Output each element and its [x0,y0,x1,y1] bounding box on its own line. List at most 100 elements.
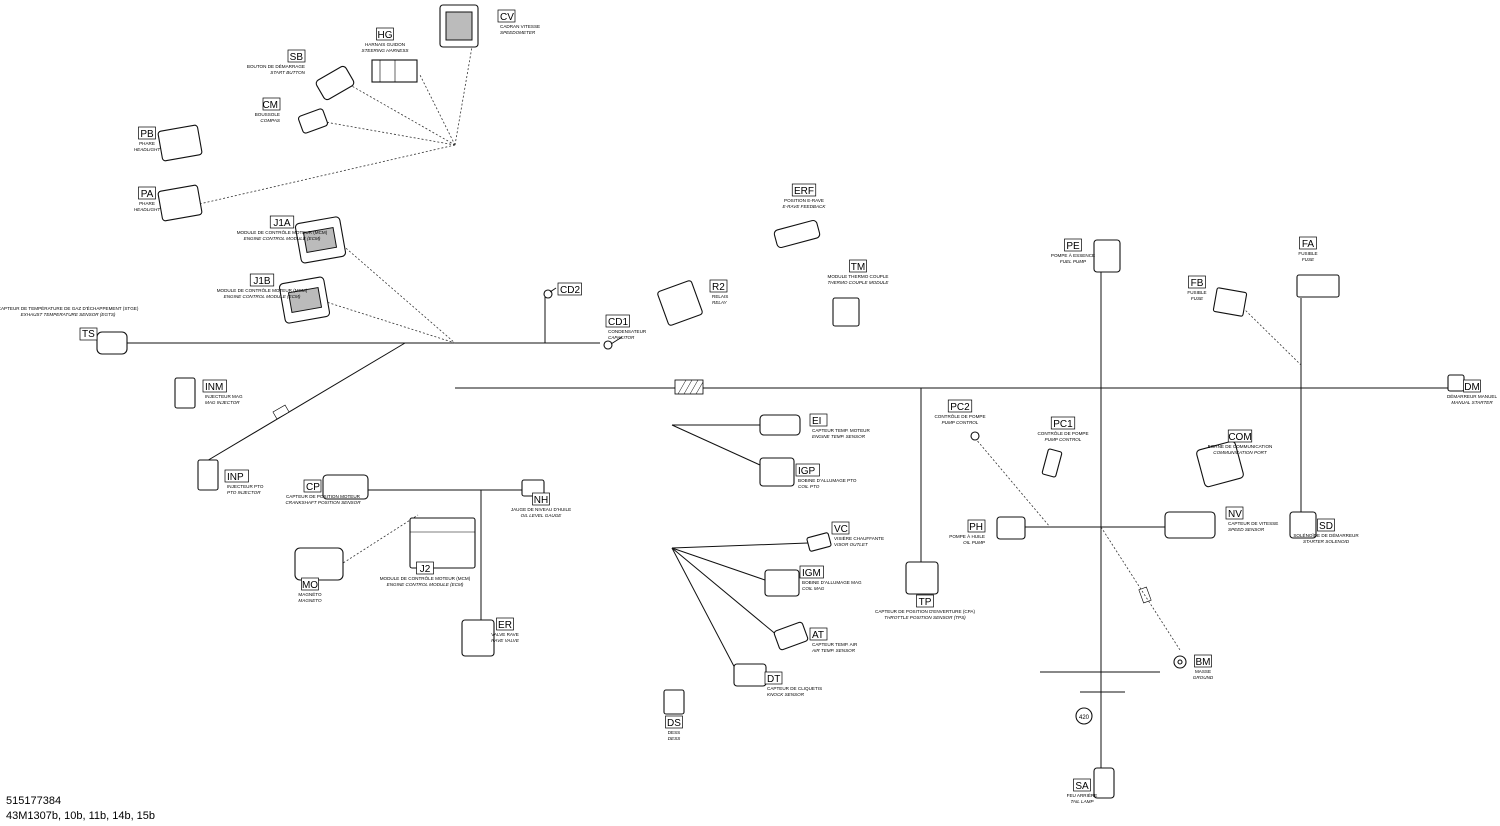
connector-name-fr: MODULE DE CONTRÔLE MOTEUR (MCM) [380,575,471,581]
connector-name-en: COIL MAG [802,586,825,591]
connector-name-fr: MASSE [1195,669,1211,674]
connector-name-en: E-RAVE FEEDBACK [783,204,827,209]
connector-code: EI [812,416,821,427]
connector-name-fr: CAPTEUR DE CLIQUETIS [767,686,822,691]
connector-name-en: ENGINE CONTROL MODULE (ECM) [244,236,321,241]
connector-name-fr: POSITION E-RAVE [784,198,824,203]
connector-name-en: VISOR OUTLET [834,542,869,547]
connector-name-en: PTO INJECTOR [227,490,261,495]
connector-name-en: START BUTTON [270,70,305,75]
connector-name-en: STEERING HARNESS [362,48,410,53]
connector-name-en: AIR TEMP. SENSOR [811,648,856,653]
connector-name-en: KNOCK SENSOR [767,692,805,697]
connector-name-fr: CAPTEUR DE VITESSE [1228,521,1278,526]
connector-name-fr: CAPTEUR DE TEMPÉRATURE DE GAZ D'ÉCHAPPEM… [0,305,139,311]
connector-code: PB [140,129,154,140]
connector-name-fr: VISIÈRE CHAUFFANTE [834,535,884,541]
connector-name-en: COMPAS [260,118,281,123]
connector-name-fr: BOBINE D'ALLUMAGE MAG [802,580,862,585]
connector-name-fr: BOUSSOLE [255,112,280,117]
connector-name-en: SPEED SENSOR [1228,527,1265,532]
connector-code: ER [498,620,512,631]
connector-code: J1B [253,276,271,287]
connector-name-en: STARTER SOLENOID [1303,539,1350,544]
connector-code: PC1 [1053,419,1073,430]
connector-code: HG [378,30,393,41]
connector-code: TS [82,329,95,340]
connector-name-fr: DÉMARREUR MANUEL [1447,393,1497,399]
connector-name-fr: BOBINE D'ALLUMAGE PTO [798,478,857,483]
connector-name-en: TAIL LAMP [1070,799,1094,804]
connector-name-fr: POMPE À ESSENCE [1051,252,1095,258]
connector-name-fr: FEU ARRIÈRE [1067,792,1098,798]
connector-cd2: CD2 [557,282,582,296]
connector-code: IGM [802,568,821,579]
connector-name-en: COMMUNICATION PORT [1213,450,1268,455]
connector-code: FB [1191,278,1204,289]
connector-name-fr: CONTRÔLE DE POMPE [1037,430,1088,436]
connector-name-en: MAG INJECTOR [205,400,240,405]
connector-name-en: PUMP CONTROL [942,420,979,425]
connector-name-fr: FUSIBLE [1298,251,1317,256]
connector-name-fr: CAPTEUR DE POSITION D'ENVERTURE (CPA) [875,609,975,614]
connector-name-fr: RELAIS [712,294,728,299]
connector-name-en: CRANKSHAFT POSITION SENSOR [285,500,361,505]
connector-code: INM [205,382,223,393]
connector-code: CM [262,100,278,111]
connector-name-fr: MODULE THERMO COUPLE [828,274,889,279]
harness-trunks [125,270,1450,770]
connector-name-fr: PHARE [139,201,155,206]
connector-name-fr: MODULE DE CONTRÔLE MOTEUR (MCM) [217,287,308,293]
connector-name-fr: MODULE DE CONTRÔLE MOTEUR (MCM) [237,229,328,235]
connector-name-fr: PHARE [139,141,155,146]
connector-name-en: FUSE [1191,296,1204,301]
connector-code: AT [812,630,824,641]
connector-name-fr: BOUTON DE DÉMARRAGE [247,63,305,69]
revision-list: 43M1307b, 10b, 11b, 14b, 15b [6,810,156,822]
connector-code: NH [534,495,548,506]
connector-name-en: RELAY [712,300,728,305]
connector-code: PC2 [950,402,970,413]
connector-name-en: SPEEDOMETER [500,30,536,35]
connector-name-fr: SOLÉNOÏDE DE DÉMARREUR [1293,532,1359,538]
connector-code: CD2 [560,285,580,296]
connector-code: TM [851,262,865,273]
connector-name-en: THROTTLE POSITION SENSOR (TPS) [884,615,966,620]
connector-code: PA [141,189,154,200]
connector-code: IGP [798,466,816,477]
connector-name-fr: INJECTEUR PTO [227,484,264,489]
connector-code: PE [1066,241,1080,252]
connector-code: SD [1319,521,1333,532]
connector-ts: TS CAPTEUR DE TEMPÉRATURE DE GAZ D'ÉCHAPP… [0,305,139,341]
connector-name-fr: BORNE DE COMMUNICATION [1208,444,1273,449]
part-number: 515177384 [6,795,62,807]
connector-name-en: THERMO COUPLE MODULE [827,280,889,285]
connector-code: CP [306,482,320,493]
connector-name-en: CAPACITOR [608,335,635,340]
connector-code: ERF [794,186,814,197]
connector-code: SB [290,52,304,63]
connector-name-fr: POMPE À HUILE [949,533,985,539]
